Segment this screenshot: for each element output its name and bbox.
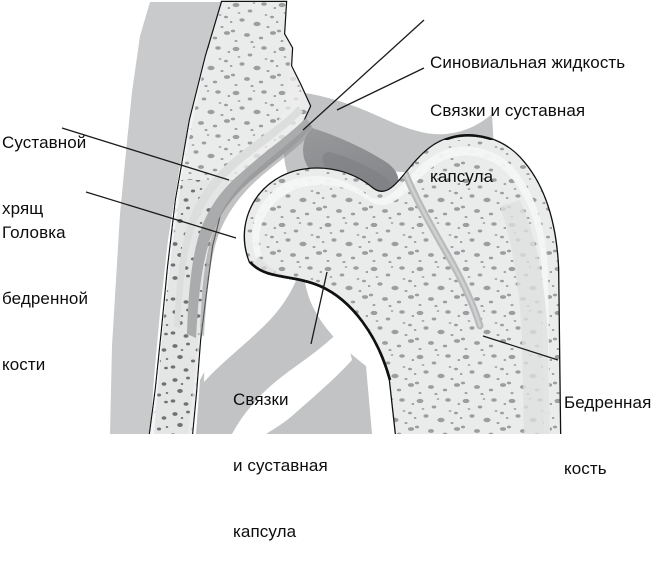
joint-space: [187, 118, 314, 338]
label-ligaments-capsule-top: Связки и суставная капсула: [430, 56, 585, 232]
label-femoral-head: Головка бедренной кости: [2, 178, 88, 420]
leader-ligaments-bottom: [310, 271, 328, 345]
label-ligaments-capsule-bottom-line-2: и суставная: [233, 456, 328, 475]
leader-femur: [482, 335, 559, 361]
label-femur-line-2: кость: [564, 459, 607, 478]
label-synovial-fluid-line-1: Синовиальная жидкость: [430, 53, 626, 72]
anatomy-illustration: [61, 0, 562, 434]
leader-cartilage: [61, 127, 230, 181]
label-synovial-fluid: Синовиальная жидкость: [430, 8, 625, 118]
hip-joint-diagram: Синовиальная жидкость Связки и суставная…: [2, 0, 651, 541]
label-articular-cartilage-line-1: Суставной: [2, 133, 87, 152]
leader-synovial-fluid: [302, 19, 425, 131]
leader-lines: [61, 19, 559, 361]
label-ligaments-capsule-top-line-1: Связки и суставная: [430, 101, 586, 120]
label-femur: Бедренная кость: [564, 348, 651, 524]
label-articular-cartilage: Суставной хрящ: [2, 88, 86, 264]
label-femoral-head-line-3: кости: [2, 355, 46, 374]
label-ligaments-capsule-bottom-line-3: капсула: [233, 522, 297, 541]
leader-ligaments-top: [336, 67, 425, 111]
leader-femoral-head: [85, 191, 237, 239]
label-ligaments-capsule-bottom-line-1: Связки: [233, 390, 289, 409]
label-ligaments-capsule-bottom: Связки и суставная капсула: [233, 345, 328, 587]
label-ligaments-capsule-top-line-2: капсула: [430, 167, 494, 186]
label-articular-cartilage-line-2: хрящ: [2, 199, 44, 218]
label-femur-line-1: Бедренная: [564, 393, 652, 412]
label-femoral-head-line-1: Головка: [2, 223, 66, 242]
pelvis-soft-tissue-region: [110, 2, 224, 434]
joint-capsule-region: [196, 92, 494, 434]
label-femoral-head-line-2: бедренной: [2, 289, 89, 308]
